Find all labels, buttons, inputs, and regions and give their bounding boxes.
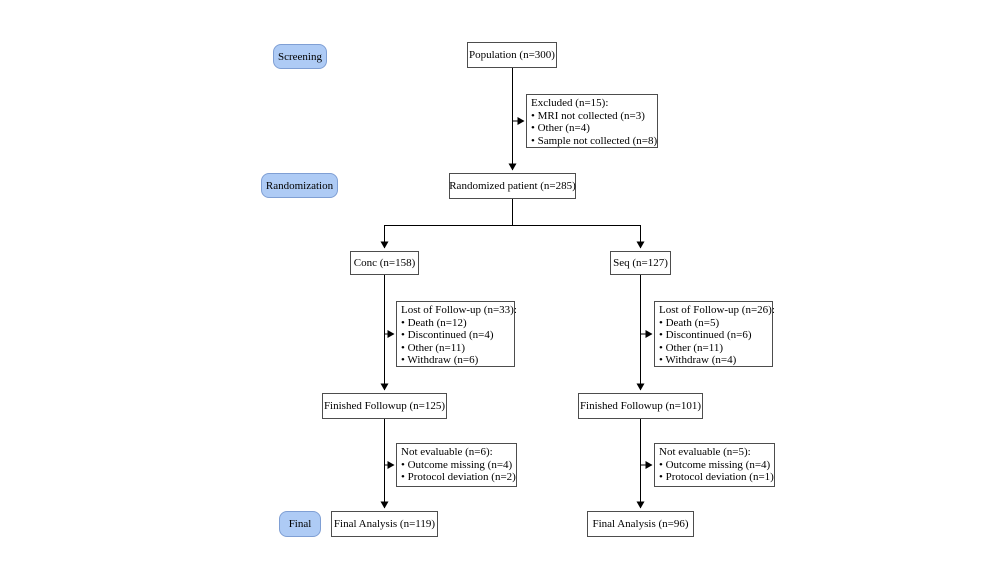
node-item: • Other (n=11)	[401, 341, 466, 354]
node-not-evaluable-seq: Not evaluable (n=5): • Outcome missing (…	[654, 443, 775, 487]
node-lost-followup-conc: Lost of Follow-up (n=33): • Death (n=12)…	[396, 301, 517, 367]
node-title: Excluded (n=15):	[531, 97, 609, 109]
node-conc-arm: Conc (n=158)	[350, 251, 419, 275]
node-title: Lost of Follow-up (n=33):	[401, 304, 517, 316]
node-item: • Outcome missing (n=4)	[659, 458, 771, 471]
node-randomized-patient: Randomized patient (n=285)	[449, 173, 576, 199]
node-item: • Death (n=12)	[401, 316, 467, 329]
node-item: • Withdraw (n=4)	[659, 354, 737, 366]
phase-label-text: Screening	[278, 50, 322, 63]
node-final-analysis-conc: Final Analysis (n=119)	[331, 511, 438, 537]
phase-label-text: Randomization	[265, 179, 334, 192]
node-item: • Outcome missing (n=4)	[401, 458, 513, 471]
node-lost-followup-seq: Lost of Follow-up (n=26): • Death (n=5) …	[654, 301, 775, 367]
node-item: • Protocol deviation (n=1)	[659, 471, 774, 483]
node-item: • Sample not collected (n=8)	[531, 134, 658, 147]
node-finished-followup-seq: Finished Followup (n=101)	[578, 393, 703, 419]
node-item: • Discontinued (n=4)	[401, 329, 494, 341]
node-seq-arm: Seq (n=127)	[610, 251, 671, 275]
node-label: Final Analysis (n=96)	[592, 517, 689, 530]
node-item: • MRI not collected (n=3)	[531, 109, 645, 122]
node-item: • Withdraw (n=6)	[401, 354, 479, 366]
node-label: Seq (n=127)	[613, 256, 668, 269]
node-label: Finished Followup (n=125)	[323, 399, 446, 412]
node-final-analysis-seq: Final Analysis (n=96)	[587, 511, 694, 537]
node-label: Population (n=300)	[469, 48, 555, 61]
node-title: Not evaluable (n=6):	[401, 446, 493, 458]
node-item: • Discontinued (n=6)	[659, 329, 752, 341]
phase-label-screening: Screening	[273, 44, 327, 69]
node-population: Population (n=300)	[467, 42, 557, 68]
node-label: Conc (n=158)	[353, 256, 416, 269]
phase-label-final: Final	[279, 511, 321, 537]
phase-label-text: Final	[288, 518, 312, 530]
node-label: Finished Followup (n=101)	[579, 399, 702, 412]
node-item: • Other (n=11)	[659, 341, 724, 354]
node-title: Not evaluable (n=5):	[659, 446, 751, 458]
node-label: Randomized patient (n=285)	[449, 179, 576, 192]
node-item: • Other (n=4)	[531, 122, 590, 134]
node-item: • Protocol deviation (n=2)	[401, 471, 516, 483]
node-not-evaluable-conc: Not evaluable (n=6): • Outcome missing (…	[396, 443, 517, 487]
node-item: • Death (n=5)	[659, 316, 720, 329]
node-title: Lost of Follow-up (n=26):	[659, 304, 775, 316]
node-label: Final Analysis (n=119)	[333, 517, 436, 530]
phase-label-randomization: Randomization	[261, 173, 338, 198]
node-finished-followup-conc: Finished Followup (n=125)	[322, 393, 447, 419]
node-excluded: Excluded (n=15): • MRI not collected (n=…	[526, 94, 658, 148]
